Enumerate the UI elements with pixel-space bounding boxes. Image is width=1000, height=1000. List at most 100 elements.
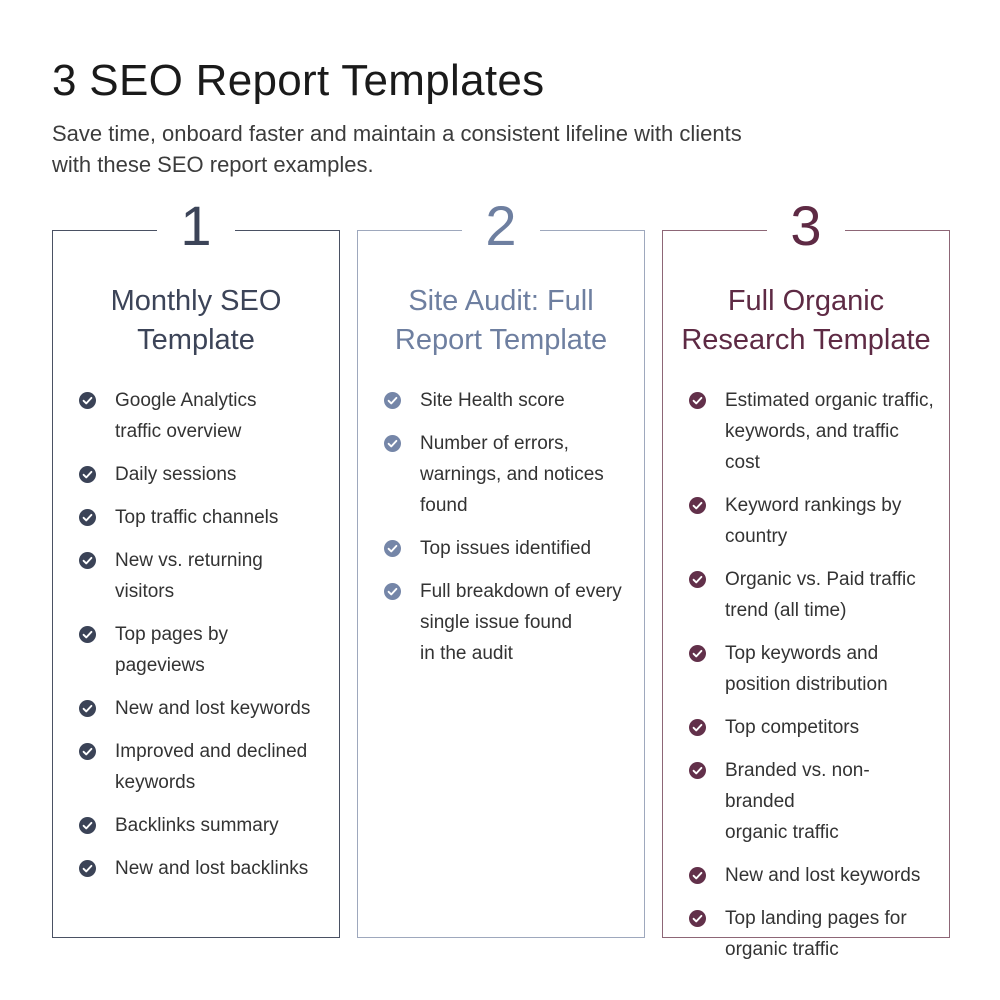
list-item-text: Estimated organic traffic, xyxy=(725,390,934,411)
template-card-site-audit: 2 Site Audit: Full Report Template Site … xyxy=(357,196,645,938)
list-item: Daily sessions xyxy=(79,459,325,490)
list-item-text: Top landing pages for xyxy=(725,908,907,929)
check-circle-icon xyxy=(689,910,706,927)
feature-list: Estimated organic traffic, keywords, and … xyxy=(689,385,935,977)
list-item-text: traffic overview xyxy=(115,421,242,442)
card-title-line-2: Research Template xyxy=(681,324,931,356)
list-item-text: New vs. returning xyxy=(115,550,263,571)
card-title: Full Organic Research Template xyxy=(673,282,939,360)
list-item-text: Daily sessions xyxy=(115,464,237,485)
check-circle-icon xyxy=(689,762,706,779)
check-circle-icon xyxy=(79,552,96,569)
feature-list: Google Analytics traffic overview Daily s… xyxy=(79,385,325,896)
list-item-text: Top traffic channels xyxy=(115,507,279,528)
check-circle-icon xyxy=(384,583,401,600)
list-item-text: Backlinks summary xyxy=(115,815,279,836)
list-item-text: Branded vs. non-branded xyxy=(725,760,870,812)
check-circle-icon xyxy=(79,466,96,483)
list-item-text: keywords xyxy=(115,772,196,793)
card-title-line-1: Site Audit: Full xyxy=(408,285,594,317)
list-item: New and lost keywords xyxy=(79,693,325,724)
list-item-text: single issue found xyxy=(420,612,573,633)
check-circle-icon xyxy=(79,860,96,877)
list-item-text: organic traffic xyxy=(725,822,839,843)
list-item: Top issues identified xyxy=(384,533,630,564)
page-title: 3 SEO Report Templates xyxy=(52,56,545,105)
card-title-line-2: Template xyxy=(137,324,255,356)
card-border-top-right xyxy=(845,230,949,231)
list-item: Google Analytics traffic overview xyxy=(79,385,325,447)
subtitle-line-2: with these SEO report examples. xyxy=(52,152,374,177)
feature-list: Site Health score Number of errors, warni… xyxy=(384,385,630,681)
list-item-text: Site Health score xyxy=(420,390,565,411)
card-border-top-left xyxy=(663,230,767,231)
list-item-text: in the audit xyxy=(420,643,513,664)
list-item: Improved and declined keywords xyxy=(79,736,325,798)
template-card-organic-research: 3 Full Organic Research Template Estimat… xyxy=(662,196,950,960)
list-item: Site Health score xyxy=(384,385,630,416)
check-circle-icon xyxy=(689,571,706,588)
check-circle-icon xyxy=(79,509,96,526)
card-number: 2 xyxy=(485,194,517,257)
check-circle-icon xyxy=(689,392,706,409)
list-item: Top traffic channels xyxy=(79,502,325,533)
list-item: Keyword rankings by country xyxy=(689,490,935,552)
list-item: Estimated organic traffic, keywords, and … xyxy=(689,385,935,478)
check-circle-icon xyxy=(689,719,706,736)
list-item-text: keywords, and traffic cost xyxy=(725,421,899,473)
card-number: 3 xyxy=(790,194,822,257)
check-circle-icon xyxy=(689,497,706,514)
check-circle-icon xyxy=(79,392,96,409)
card-number: 1 xyxy=(180,194,212,257)
list-item: Full breakdown of every single issue foun… xyxy=(384,576,630,669)
template-card-monthly-seo: 1 Monthly SEO Template Google Analytics t… xyxy=(52,196,340,938)
list-item: New vs. returning visitors xyxy=(79,545,325,607)
check-circle-icon xyxy=(79,817,96,834)
check-circle-icon xyxy=(79,700,96,717)
list-item: New and lost keywords xyxy=(689,860,935,891)
list-item-text: Top pages by xyxy=(115,624,229,645)
list-item-text: organic traffic xyxy=(725,939,839,960)
check-circle-icon xyxy=(79,626,96,643)
card-title-line-2: Report Template xyxy=(394,324,608,356)
list-item-text: Top keywords and xyxy=(725,643,879,664)
card-title-line-1: Monthly SEO xyxy=(110,285,282,317)
list-item-text: visitors xyxy=(115,581,175,602)
list-item-text: trend (all time) xyxy=(725,600,847,621)
card-border-top-right xyxy=(235,230,339,231)
page-subtitle: Save time, onboard faster and maintain a… xyxy=(52,118,872,180)
check-circle-icon xyxy=(689,645,706,662)
list-item: Branded vs. non-branded organic traffic xyxy=(689,755,935,848)
list-item-text: Organic vs. Paid traffic xyxy=(725,569,916,590)
check-circle-icon xyxy=(689,867,706,884)
list-item-text: New and lost keywords xyxy=(115,698,311,719)
list-item: Organic vs. Paid traffic trend (all time) xyxy=(689,564,935,626)
check-circle-icon xyxy=(384,392,401,409)
list-item-text: Improved and declined xyxy=(115,741,308,762)
list-item-text: country xyxy=(725,526,788,547)
list-item-text: New and lost keywords xyxy=(725,865,921,886)
card-title: Monthly SEO Template xyxy=(63,282,329,360)
list-item-text: Google Analytics xyxy=(115,390,257,411)
check-circle-icon xyxy=(384,540,401,557)
check-circle-icon xyxy=(384,435,401,452)
list-item-text: warnings, and notices xyxy=(420,464,604,485)
card-border-top-left xyxy=(358,230,462,231)
list-item: New and lost backlinks xyxy=(79,853,325,884)
card-title: Site Audit: Full Report Template xyxy=(368,282,634,360)
list-item: Top competitors xyxy=(689,712,935,743)
card-title-line-1: Full Organic xyxy=(727,285,885,317)
card-border-top-right xyxy=(540,230,644,231)
list-item-text: Number of errors, xyxy=(420,433,569,454)
list-item-text: New and lost backlinks xyxy=(115,858,309,879)
card-border-top-left xyxy=(53,230,157,231)
list-item-text: position distribution xyxy=(725,674,888,695)
list-item-text: Keyword rankings by xyxy=(725,495,902,516)
list-item-text: Full breakdown of every xyxy=(420,581,622,602)
list-item: Backlinks summary xyxy=(79,810,325,841)
list-item-text: Top issues identified xyxy=(420,538,592,559)
list-item: Top landing pages for organic traffic xyxy=(689,903,935,965)
check-circle-icon xyxy=(79,743,96,760)
list-item-text: found xyxy=(420,495,468,516)
